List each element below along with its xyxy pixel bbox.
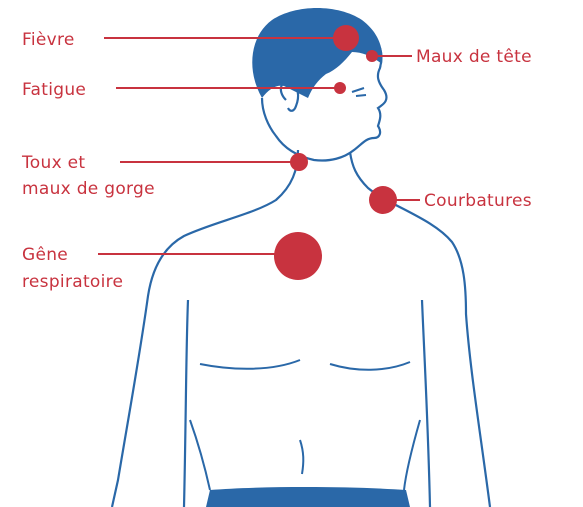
label-gene-line1: Gêne [22, 245, 68, 265]
fievre-dot [333, 25, 359, 51]
courbatures-dot [369, 186, 397, 214]
chest-right [330, 362, 410, 370]
belly-line [300, 440, 303, 474]
fatigue-dot [334, 82, 346, 94]
shorts [206, 487, 410, 507]
gene-respiratoire-dot [274, 232, 322, 280]
neck-shoulders-outline [112, 150, 298, 507]
toux-dot [290, 153, 308, 171]
waist-left [190, 420, 210, 490]
label-fievre: Fièvre [22, 30, 75, 50]
label-toux-line2: maux de gorge [22, 179, 155, 199]
left-arm-inner [184, 300, 188, 507]
chest-left [200, 360, 300, 369]
label-courbatures: Courbatures [424, 191, 532, 211]
waist-right [404, 420, 420, 490]
maux-de-tete-dot [366, 50, 378, 62]
label-gene-line2: respiratoire [22, 272, 123, 292]
label-toux-line1: Toux et [21, 153, 85, 173]
eye [352, 88, 366, 96]
right-arm-inner [422, 300, 430, 507]
label-fatigue: Fatigue [22, 80, 86, 100]
label-maux-de-tete: Maux de tête [416, 47, 532, 67]
hair [252, 8, 382, 98]
